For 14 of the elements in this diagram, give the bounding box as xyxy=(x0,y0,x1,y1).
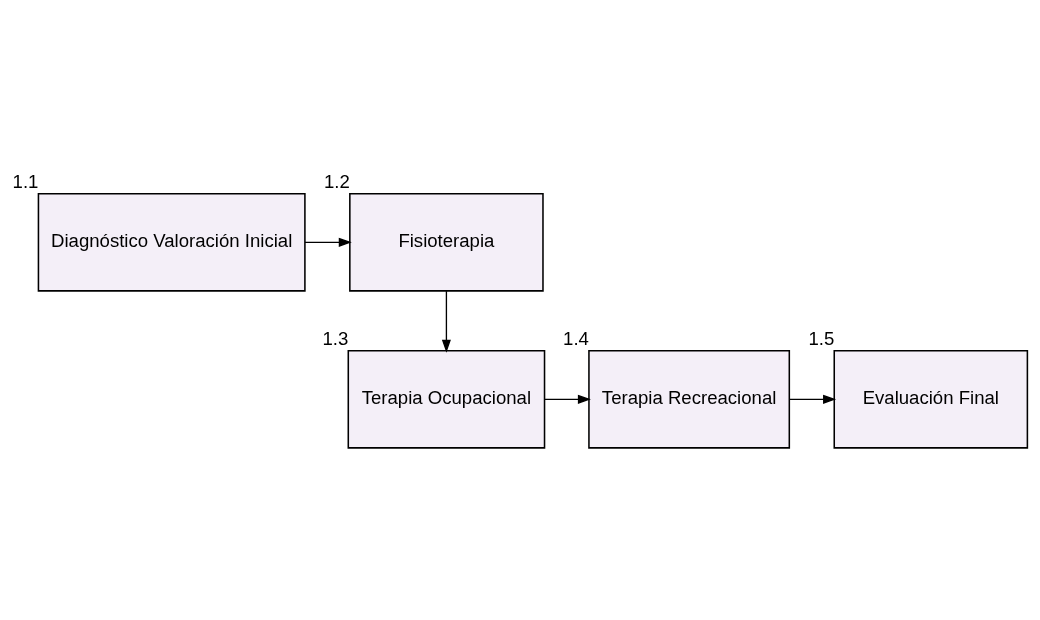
node-box: Evaluación Final xyxy=(833,349,1029,449)
node-label: 1.1 xyxy=(12,170,39,192)
node-box: Diagnóstico Valoración Inicial xyxy=(37,192,306,292)
node-box: Terapia Recreacional xyxy=(588,349,791,449)
node-box: Terapia Ocupacional xyxy=(347,349,546,449)
node-label: 1.4 xyxy=(563,327,589,349)
arrow xyxy=(543,394,591,404)
arrow xyxy=(304,237,352,247)
node-box: Fisioterapia xyxy=(349,192,544,292)
node-label: 1.3 xyxy=(322,327,349,349)
node-label: 1.5 xyxy=(808,327,835,349)
node-label: 1.2 xyxy=(324,170,350,192)
arrow xyxy=(441,289,451,353)
arrow xyxy=(789,394,837,404)
